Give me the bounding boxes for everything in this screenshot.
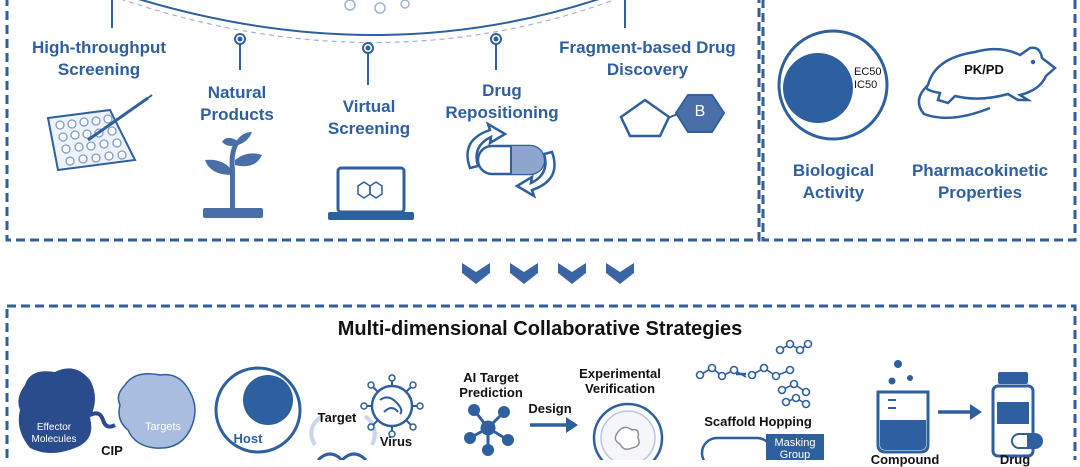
connector-dots	[111, 0, 626, 85]
masking-group-capsule	[700, 434, 824, 460]
fragment-based-label: Fragment-based Drug Discovery	[540, 37, 755, 81]
design-arrow	[530, 417, 578, 433]
strategies-panel	[5, 304, 1077, 460]
ai-line2: Prediction	[459, 385, 523, 400]
plant-icon	[203, 132, 263, 218]
effector-line2: Molecules	[31, 434, 77, 445]
biological-activity-label: Biological Activity	[776, 160, 891, 204]
well-plate-icon	[46, 94, 153, 172]
scaffold-hopping-label: Scaffold Hopping	[704, 414, 812, 429]
design-label: Design	[528, 401, 572, 416]
experimental-label: Experimental Verification	[570, 366, 670, 396]
natural-label-line2: Products	[200, 105, 274, 124]
hts-label-line1: High-throughput	[31, 38, 167, 57]
ai-line1: AI Target	[463, 370, 519, 385]
cip-label: CIP	[101, 443, 123, 458]
masking-line1: Masking	[774, 437, 816, 449]
natural-label-line1: Natural	[207, 83, 267, 102]
experimental-line1: Experimental	[579, 366, 661, 381]
top-arc-graphic	[121, 0, 616, 44]
virus-icon	[316, 374, 424, 460]
drug-repositioning-label: Drug Repositioning	[432, 80, 572, 124]
ec50-label: EC50	[854, 66, 882, 78]
strategies-title: Multi-dimensional Collaborative Strategi…	[337, 318, 743, 340]
repositioning-label-line2: Repositioning	[445, 103, 559, 122]
methods-panel	[5, 0, 761, 242]
natural-products-label: Natural Products	[182, 82, 292, 126]
drug-bottle-icon	[991, 372, 1043, 458]
hts-label: High-throughput Screening	[14, 37, 184, 81]
targets-label: Targets	[144, 421, 182, 433]
bio-label-line1: Biological	[792, 161, 875, 180]
pharmacokinetic-label: Pharmacokinetic Properties	[895, 160, 1065, 204]
petri-dish-icon	[592, 402, 664, 460]
scaffold-molecules	[695, 339, 813, 409]
fragment-a-label: A	[639, 110, 651, 127]
experimental-line2: Verification	[584, 381, 656, 396]
virtual-screening-label: Virtual Screening	[314, 96, 424, 140]
beaker-icon	[876, 360, 930, 454]
activity-circle-icon	[777, 29, 889, 141]
pkpd-label: PK/PD	[964, 62, 1004, 77]
virtual-label-line2: Screening	[327, 119, 411, 138]
compound-to-drug-arrow	[938, 404, 982, 420]
host-label: Host	[233, 431, 263, 446]
repositioning-label-line1: Drug	[482, 81, 522, 100]
virus-label: Virus	[379, 434, 413, 449]
mouse-icon	[917, 46, 1057, 120]
effector-label: Effector Molecules	[24, 422, 84, 446]
laptop-icon	[328, 166, 414, 220]
pk-label-line1: Pharmacokinetic	[911, 161, 1049, 180]
fragment-label-line1: Fragment-based Drug	[559, 38, 736, 57]
host-cell-icon	[214, 366, 377, 454]
capsule-cycle-icon	[466, 121, 556, 199]
masking-group-label: Masking Group	[766, 437, 824, 461]
effector-target-blobs	[18, 368, 196, 453]
target-label: Target	[317, 410, 357, 425]
down-arrows	[462, 263, 634, 284]
virtual-label-line1: Virtual	[342, 97, 396, 116]
ic50-label: IC50	[854, 79, 878, 91]
fragment-b-label: B	[694, 103, 706, 120]
ai-network-icon	[464, 404, 514, 456]
ec-ic-labels: EC50 IC50	[854, 66, 894, 92]
bio-label-line2: Activity	[802, 183, 865, 202]
pk-label-line2: Properties	[937, 183, 1023, 202]
effector-line1: Effector	[36, 422, 72, 433]
masking-line2: Group	[779, 449, 811, 461]
fragment-shapes	[619, 94, 726, 138]
evaluation-panel	[761, 0, 1077, 242]
hts-label-line2: Screening	[57, 60, 141, 79]
ai-target-label: AI Target Prediction	[453, 370, 529, 400]
fragment-label-line2: Discovery	[606, 60, 689, 79]
